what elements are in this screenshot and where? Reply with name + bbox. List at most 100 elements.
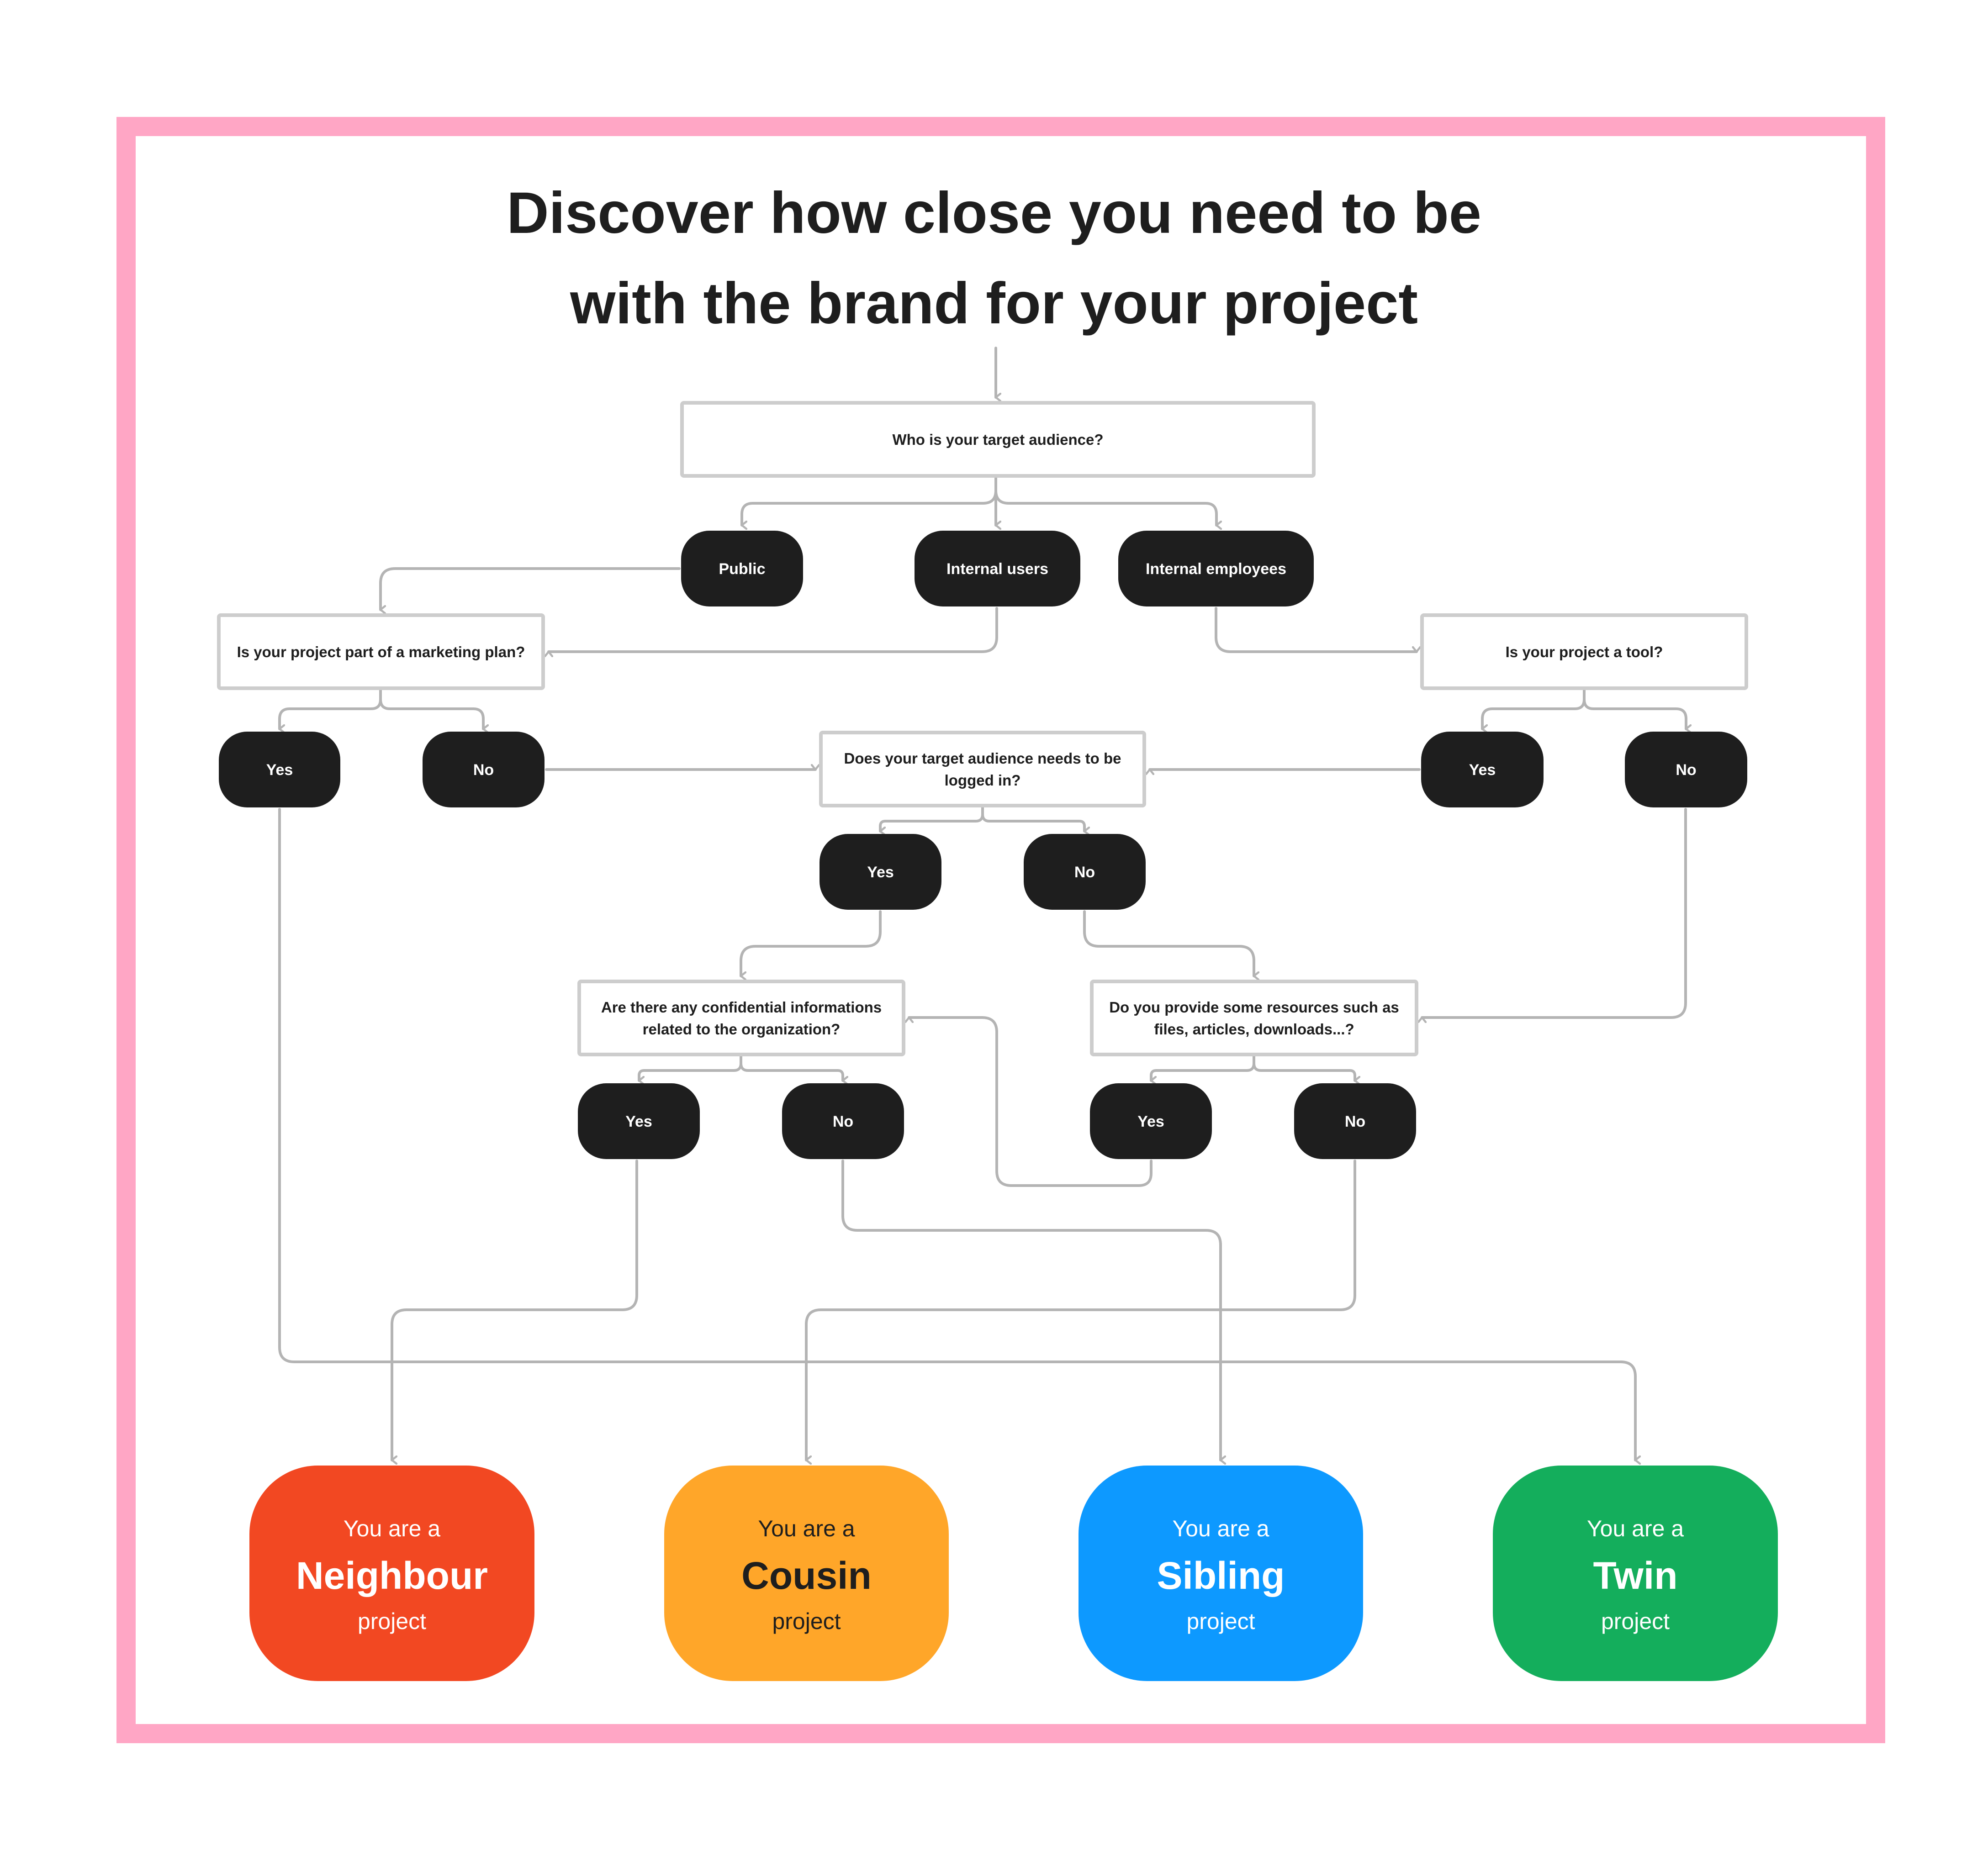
connector-a-internal-users-to-q-marketing: [549, 607, 998, 652]
answer-res-yes: Yes: [1090, 1083, 1212, 1159]
question-text-line-1: Who is your target audience?: [892, 431, 1103, 448]
answer-pill: [1421, 732, 1544, 807]
answer-label: Yes: [266, 761, 293, 779]
answer-marketing-yes: Yes: [219, 732, 340, 807]
answer-logged-yes: Yes: [820, 834, 941, 910]
outcome-sibling: You are a Sibling project: [1079, 1466, 1363, 1681]
connector-a-public-to-q-marketing: [379, 567, 681, 610]
question-text-line-2: related to the organization?: [643, 1021, 841, 1038]
question-box: [680, 401, 1316, 478]
outcome-card: [1493, 1466, 1778, 1681]
answer-conf-yes: Yes: [578, 1083, 700, 1159]
question-text-line-1: Is your project a tool?: [1506, 643, 1663, 660]
outcome-prefix: You are a: [1587, 1516, 1684, 1541]
outcome-card: [249, 1466, 534, 1681]
connector-a-res-no-to-o-cousin: [805, 1160, 1356, 1460]
answer-label: No: [473, 761, 494, 779]
answer-pill: [1294, 1083, 1416, 1159]
connector-q-logged-in-to-a-logged-no: [981, 806, 1084, 831]
outcome-name: Twin: [1593, 1554, 1677, 1597]
outcome-name: Sibling: [1157, 1554, 1285, 1597]
question-text-line-1: Is your project part of a marketing plan…: [237, 643, 525, 660]
answer-conf-no: No: [782, 1083, 904, 1159]
connector-q-confidential-to-a-conf-no: [740, 1055, 843, 1081]
outcome-neighbour: You are a Neighbour project: [249, 1466, 534, 1681]
connector-q-marketing-to-a-marketing-no: [379, 689, 483, 729]
question-resources: Do you provide some resources such as fil…: [1090, 980, 1418, 1056]
outcome-prefix: You are a: [1172, 1516, 1269, 1541]
question-text-line-1: Are there any confidential informations: [601, 999, 882, 1016]
question-text-line-2: logged in?: [945, 772, 1021, 789]
connector-a-conf-yes-to-o-neighbour: [391, 1160, 638, 1460]
outcome-prefix: You are a: [758, 1516, 855, 1541]
answer-pill: [681, 531, 803, 606]
answer-internal-employees: Internal employees: [1118, 531, 1314, 606]
question-box: [1420, 613, 1748, 690]
question-audience: Who is your target audience?: [680, 401, 1316, 478]
question-marketing: Is your project part of a marketing plan…: [217, 613, 545, 690]
connector-a-logged-no-to-q-resources: [1083, 910, 1254, 976]
question-logged-in: Does your target audience needs to be log…: [819, 731, 1146, 807]
question-text-line-1: Do you provide some resources such as: [1109, 999, 1399, 1016]
connector-a-res-yes-to-q-confidential: [909, 1016, 1153, 1187]
question-box: [577, 980, 905, 1056]
answer-label: Yes: [625, 1113, 652, 1130]
connector-a-tool-no-to-q-resources: [1422, 808, 1687, 1018]
answer-tool-no: No: [1625, 732, 1747, 807]
answer-marketing-no: No: [423, 732, 545, 807]
answer-label: No: [833, 1113, 853, 1130]
title-line-1: Discover how close you need to be: [507, 180, 1481, 246]
connector-layer: [278, 347, 1687, 1460]
connector-q-audience-to-a-internal-employees: [994, 476, 1216, 525]
outcome-card: [664, 1466, 949, 1681]
answer-label: Yes: [1137, 1113, 1164, 1130]
question-text-line-2: files, articles, downloads...?: [1154, 1021, 1354, 1038]
answer-label: No: [1074, 864, 1095, 881]
connector-a-internal-employees-to-q-tool: [1215, 607, 1417, 653]
answer-public: Public: [681, 531, 803, 606]
connector-q-resources-to-a-res-no: [1253, 1055, 1355, 1081]
outcome-twin: You are a Twin project: [1493, 1466, 1778, 1681]
answer-pill: [915, 531, 1080, 606]
answer-res-no: No: [1294, 1083, 1416, 1159]
question-text-line-1: Does your target audience needs to be: [844, 750, 1121, 767]
question-tool: Is your project a tool?: [1420, 613, 1748, 690]
connector-a-marketing-yes-to-o-twin: [278, 808, 1635, 1460]
outcome-prefix: You are a: [344, 1516, 440, 1541]
answer-tool-yes: Yes: [1421, 732, 1544, 807]
answer-pill: [578, 1083, 700, 1159]
answer-pill: [423, 732, 545, 807]
answer-label: No: [1676, 761, 1696, 779]
outcome-suffix: project: [1186, 1608, 1255, 1634]
question-box: [217, 613, 545, 690]
connector-a-logged-yes-to-q-confidential: [740, 910, 882, 976]
answer-label: Yes: [867, 864, 894, 881]
answer-label: Public: [719, 560, 765, 578]
node-layer: Who is your target audience? Public Intern…: [217, 401, 1778, 1681]
answer-pill: [1090, 1083, 1212, 1159]
answer-pill: [1024, 834, 1146, 910]
question-confidential: Are there any confidential informations r…: [577, 980, 905, 1056]
answer-pill: [219, 732, 340, 807]
outcome-name: Neighbour: [296, 1554, 488, 1597]
outcome-suffix: project: [772, 1608, 841, 1634]
answer-pill: [1118, 531, 1314, 606]
answer-pill: [782, 1083, 904, 1159]
outcome-name: Cousin: [741, 1554, 872, 1597]
connector-a-conf-no-to-o-sibling: [841, 1160, 1221, 1460]
answer-logged-no: No: [1024, 834, 1146, 910]
answer-label: Internal employees: [1146, 560, 1286, 578]
question-box: [1090, 980, 1418, 1056]
answer-label: Yes: [1469, 761, 1496, 779]
outcome-card: [1079, 1466, 1363, 1681]
connector-q-tool-to-a-tool-no: [1583, 689, 1686, 729]
outcome-suffix: project: [1601, 1608, 1670, 1634]
question-box: [819, 731, 1146, 807]
answer-pill: [820, 834, 941, 910]
answer-label: Internal users: [946, 560, 1048, 578]
answer-label: No: [1345, 1113, 1365, 1130]
title-line-2: with the brand for your project: [570, 271, 1418, 336]
answer-pill: [1625, 732, 1747, 807]
outcome-suffix: project: [358, 1608, 426, 1634]
